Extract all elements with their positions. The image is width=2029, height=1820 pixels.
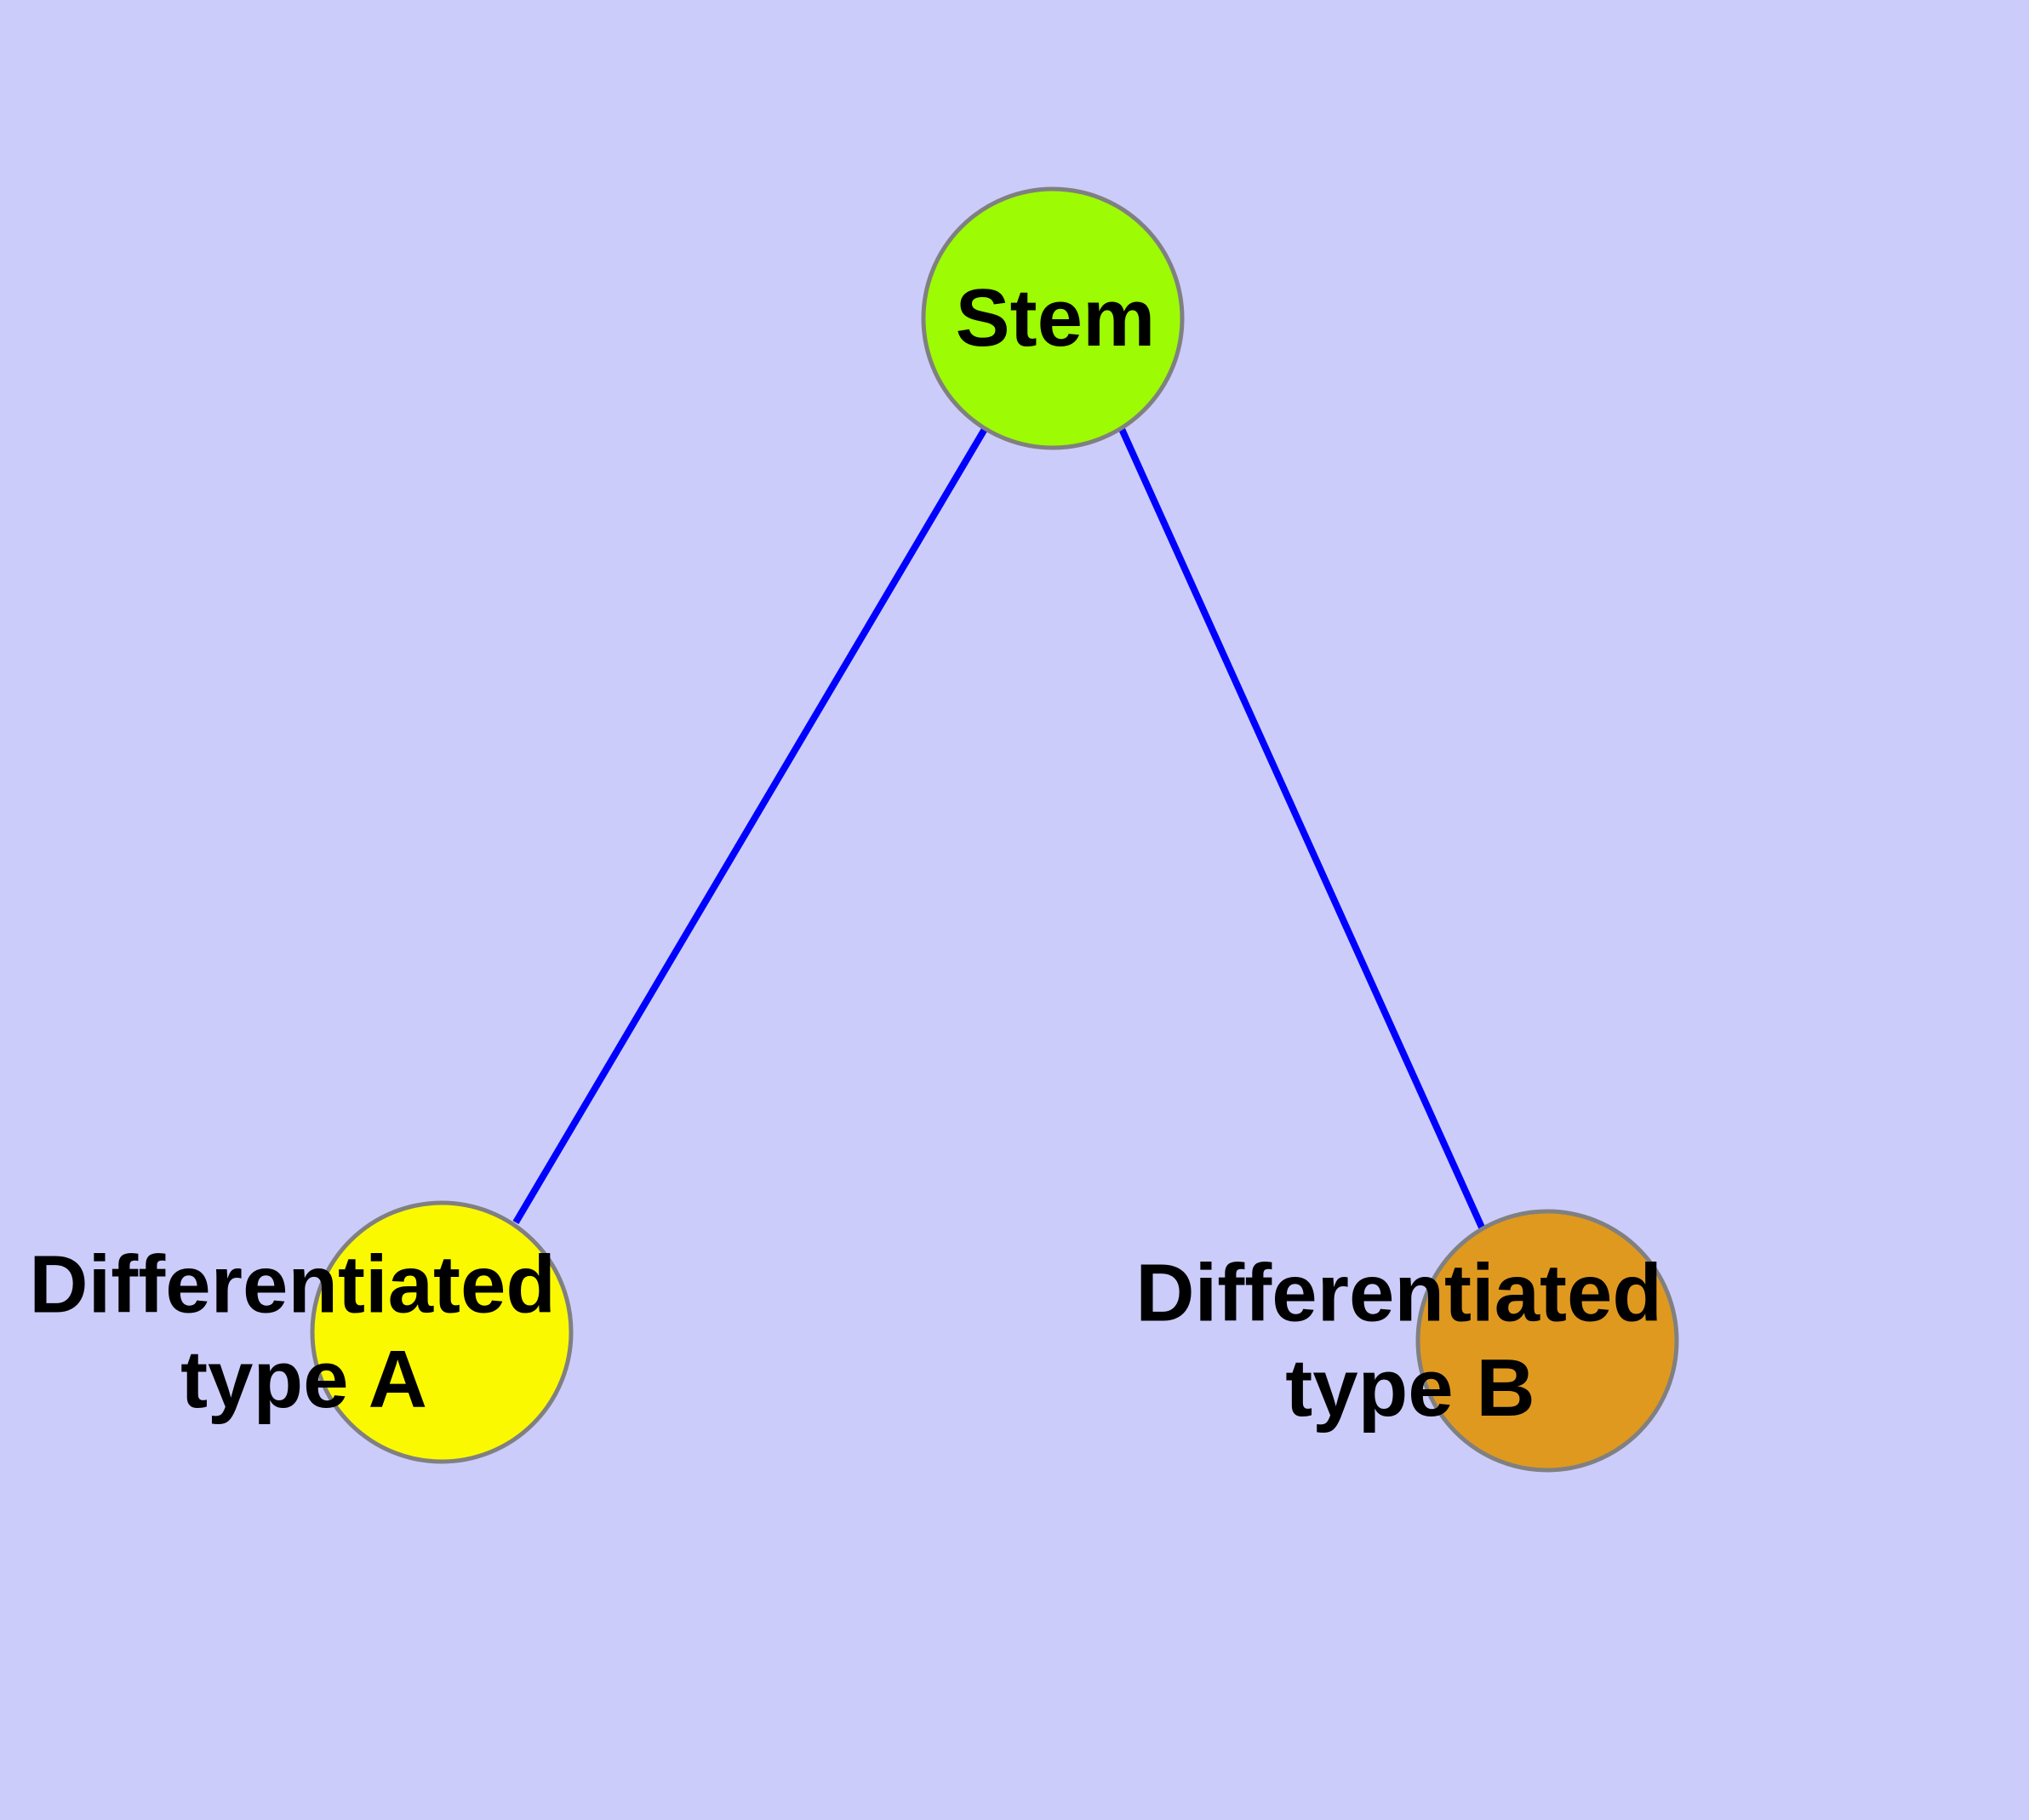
node-label-differentiated-type-b-line-1: Differentiated (1135, 1248, 1662, 1339)
nodes-layer: Stem Differentiated type A Differentiate… (29, 186, 1684, 1473)
edge-stem-to-differentiated-type-b[interactable] (1118, 427, 1486, 1231)
node-label-differentiated-type-b-line-2: type B (1285, 1342, 1535, 1434)
node-label-differentiated-type-a-line-2: type A (180, 1334, 427, 1425)
node-circle-stem[interactable] (921, 186, 1185, 450)
node-label-differentiated-type-b: Differentiated type B (1135, 1242, 1684, 1434)
node-label-differentiated-type-a-line-1: Differentiated (29, 1239, 556, 1331)
node-differentiated-type-a[interactable]: Differentiated type A (29, 1200, 578, 1464)
edges-layer (512, 426, 1486, 1231)
node-stem[interactable]: Stem (921, 186, 1185, 450)
node-circle-differentiated-type-b[interactable] (1415, 1209, 1679, 1473)
edge-stem-to-differentiated-type-a[interactable] (512, 426, 988, 1225)
node-differentiated-type-b[interactable]: Differentiated type B (1135, 1209, 1684, 1473)
node-label-differentiated-type-a: Differentiated type A (29, 1233, 578, 1426)
node-label-stem-line-1: Stem (956, 273, 1156, 364)
node-label-stem: Stem (956, 273, 1156, 364)
node-circle-differentiated-type-a[interactable] (310, 1200, 574, 1464)
